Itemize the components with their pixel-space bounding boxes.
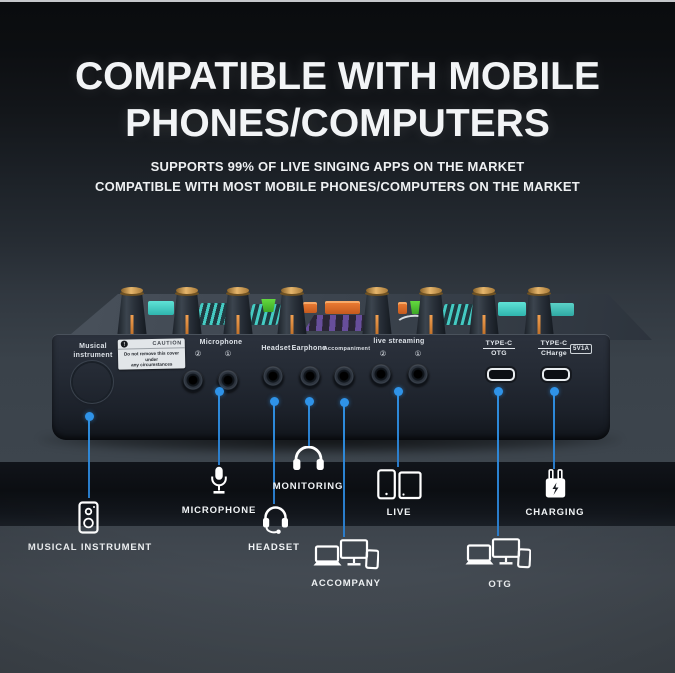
connector-line-musical xyxy=(88,420,90,498)
legend-label-otg: OTG xyxy=(488,579,512,590)
connector-dot-charging xyxy=(550,387,559,396)
headset-icon xyxy=(263,506,288,534)
green-pad-decoration xyxy=(261,299,276,312)
mixer-knob[interactable] xyxy=(416,287,446,338)
musical-instrument-jack[interactable] xyxy=(73,363,111,401)
speaker-icon xyxy=(78,501,99,534)
connector-line-live xyxy=(397,395,399,467)
live-streaming-2-number: ② xyxy=(379,349,387,358)
microphone-icon xyxy=(211,466,227,494)
connector-line-microphone xyxy=(218,395,220,465)
computer-devices-icon xyxy=(465,538,531,569)
page-title: COMPATIBLE WITH MOBILE PHONES/COMPUTERS xyxy=(0,54,675,148)
connector-dot-headset xyxy=(270,397,279,406)
live-streaming-1-number: ① xyxy=(414,349,422,358)
title-line-1: COMPATIBLE WITH MOBILE xyxy=(75,55,600,98)
charger-icon xyxy=(545,469,566,498)
subtitle-line-1: SUPPORTS 99% OF LIVE SINGING APPS ON THE… xyxy=(150,159,525,174)
mixer-front-panel: Musical instrument ! CAUTION Do not remo… xyxy=(52,334,610,440)
headset-port-label: Headset xyxy=(261,345,291,352)
orange-pad-decoration xyxy=(398,302,407,314)
subtitle-line-2: COMPATIBLE WITH MOST MOBILE PHONES/COMPU… xyxy=(95,178,580,194)
legend-label-monitoring: MONITORING xyxy=(272,481,344,492)
teal-pad-decoration xyxy=(498,302,526,316)
microphone-1-jack[interactable] xyxy=(217,370,239,392)
legend-label-accompany: ACCOMPANY xyxy=(311,578,381,589)
type-c-otg-label: TYPE-C OTG xyxy=(471,340,527,357)
accompaniment-jack[interactable] xyxy=(333,366,355,388)
earphone-jack[interactable] xyxy=(299,366,321,388)
mixer-knob[interactable] xyxy=(172,287,202,338)
mixer-knob[interactable] xyxy=(362,287,392,338)
type-c-charge-port[interactable] xyxy=(542,368,570,381)
computer-devices-icon xyxy=(313,539,379,570)
headset-jack[interactable] xyxy=(262,366,284,388)
connector-dot-microphone xyxy=(215,387,224,396)
teal-pad-decoration xyxy=(546,303,574,316)
type-c-charge-label: TYPE-C CHarge xyxy=(526,340,582,357)
caution-sticker: ! CAUTION Do not remove this cover under… xyxy=(117,338,186,370)
purple-fan-decoration xyxy=(304,315,376,331)
earphone-port-label: Earphone xyxy=(291,345,327,352)
legend-label-musical-instrument: MUSICAL INSTRUMENT xyxy=(27,542,153,553)
mixer-knob[interactable] xyxy=(223,287,253,338)
type-c-otg-port[interactable] xyxy=(487,368,515,381)
connector-dot-live xyxy=(394,387,403,396)
legend-label-microphone: MICROPHONE xyxy=(181,505,257,516)
connector-line-headset xyxy=(273,405,275,504)
musical-instrument-port-label: Musical instrument xyxy=(73,343,113,359)
caution-title: CAUTION xyxy=(152,339,182,347)
connector-line-charging xyxy=(553,395,555,469)
phone-tablet-icon xyxy=(377,469,422,500)
mixer-knob[interactable] xyxy=(277,287,307,338)
power-rating-badge: 5V1A xyxy=(570,344,593,354)
headphones-icon xyxy=(293,446,324,470)
top-border-line xyxy=(0,0,675,2)
connector-dot-accompaniment xyxy=(340,398,349,407)
title-line-2: PHONES/COMPUTERS xyxy=(125,101,550,145)
mixer-top-face xyxy=(64,294,652,340)
teal-pad-decoration xyxy=(148,301,174,315)
connector-line-earphone xyxy=(308,405,310,446)
connector-dot-earphone xyxy=(305,397,314,406)
connector-dot-otg xyxy=(494,387,503,396)
accompaniment-port-label: Accompaniment xyxy=(323,346,371,352)
page-subtitle: SUPPORTS 99% OF LIVE SINGING APPS ON THE… xyxy=(0,157,675,196)
connector-line-otg xyxy=(497,395,499,536)
microphone-2-number: ② xyxy=(194,349,202,358)
connector-line-accompaniment xyxy=(343,406,345,537)
microphone-1-number: ① xyxy=(224,349,232,358)
green-pad-decoration xyxy=(410,301,422,314)
legend-label-live: LIVE xyxy=(386,507,412,518)
live-streaming-1-jack[interactable] xyxy=(407,364,429,386)
mixer-knob[interactable] xyxy=(117,287,147,338)
caution-text: Do not remove this cover under any circu… xyxy=(123,350,180,368)
legend-label-headset: HEADSET xyxy=(248,542,300,553)
mixer-knob[interactable] xyxy=(524,287,554,338)
mixer-knob[interactable] xyxy=(469,287,499,338)
connector-dot-musical xyxy=(85,412,94,421)
live-streaming-2-jack[interactable] xyxy=(370,364,392,386)
microphone-2-jack[interactable] xyxy=(182,370,204,392)
orange-pad-decoration xyxy=(303,302,317,313)
legend-label-charging: CHARGING xyxy=(525,507,585,518)
microphone-port-label: Microphone xyxy=(199,339,243,346)
orange-pad-decoration xyxy=(325,301,360,314)
live-streaming-port-label: live streaming xyxy=(373,338,425,345)
caution-warning-icon: ! xyxy=(120,340,128,348)
